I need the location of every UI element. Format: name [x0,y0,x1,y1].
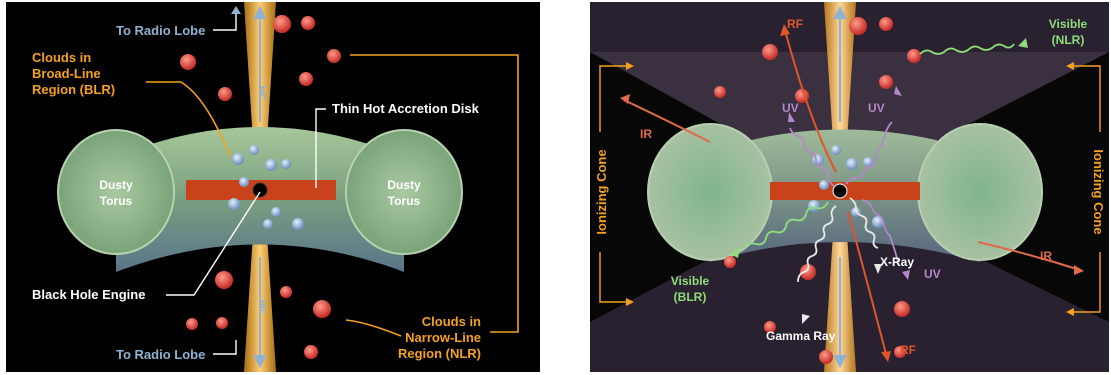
dusty-torus-left-label: Dusty Torus [99,178,133,208]
xray-gamma-arrowheads [802,264,882,324]
svg-text:Region (NLR): Region (NLR) [398,346,481,361]
svg-text:Visible: Visible [671,274,710,288]
orange-leader-lines [146,54,519,337]
torus-right-face [345,129,463,255]
torus-left-face [57,129,175,255]
gamma-ray-label: Gamma Ray [766,329,836,343]
svg-text:Narrow-Line: Narrow-Line [405,330,481,345]
jet-bottom-label: Jet [258,299,269,314]
uv-bottom-label: UV [924,267,941,281]
svg-text:Dusty: Dusty [387,178,421,192]
visible-blr-label: Visible (BLR) [671,274,710,304]
blr-clouds [228,145,304,230]
rf-arrowheads [780,24,891,362]
visible-arrows [743,43,1015,249]
black-hole [252,182,268,198]
nlr-clouds [180,15,341,359]
jet-top-label: Jet [258,85,269,100]
to-radio-lobe-bottom-label: To Radio Lobe [116,347,205,362]
svg-text:Torus: Torus [100,194,133,208]
ionizing-cone-arrowheads [626,62,1074,316]
jet-arrows [833,5,847,369]
to-radio-lobe-top-label: To Radio Lobe [116,23,205,38]
white-leader-lines [166,12,326,355]
svg-text:(NLR): (NLR) [1052,33,1085,47]
rf-top-label: RF [787,17,803,31]
rf-arrows [785,33,887,355]
ionizing-cone-brackets [599,65,1101,313]
blr-label: Clouds in Broad-Line Region (BLR) [32,50,115,97]
left-diagram-panel: To Radio Lobe To Radio Lobe Jet Jet Clou… [6,2,540,372]
ir-arrowheads [620,94,1084,275]
right-agn-diagram: RF RF Visible (NLR) Visible (BLR) IR IR … [590,2,1109,372]
ir-arrows [623,99,1081,271]
xray-label: X-Ray [880,255,914,269]
jet-arrows [253,5,267,369]
uv-left-label: UV [782,101,799,115]
uv-top-label: UV [868,101,885,115]
black-hole [832,183,848,199]
black-hole-engine-label: Black Hole Engine [32,287,145,302]
nlr-clouds [714,17,921,364]
right-diagram-panel: RF RF Visible (NLR) Visible (BLR) IR IR … [590,2,1109,372]
torus-left-face [647,123,773,261]
svg-text:Broad-Line: Broad-Line [32,66,101,81]
visible-nlr-label: Visible (NLR) [1049,17,1088,47]
svg-text:(BLR): (BLR) [674,290,707,304]
ir-right-label: IR [1040,249,1052,263]
svg-text:Clouds in: Clouds in [422,314,481,329]
torus-right-face [917,123,1043,261]
uv-arrows [789,121,899,263]
dusty-torus-right-label: Dusty Torus [387,178,421,208]
radio-lobe-arrowheads [231,6,241,14]
svg-text:Torus: Torus [388,194,421,208]
ionizing-cone-right-label: Ionizing Cone [1091,149,1106,234]
left-agn-diagram: To Radio Lobe To Radio Lobe Jet Jet Clou… [32,2,519,372]
uv-arrowheads [788,86,910,280]
ionizing-cone-left-label: Ionizing Cone [594,149,609,234]
nlr-label: Clouds in Narrow-Line Region (NLR) [398,314,481,361]
svg-text:Dusty: Dusty [99,178,133,192]
visible-arrowheads [730,38,1028,258]
svg-text:Visible: Visible [1049,17,1088,31]
xray-gamma-arrows [797,197,879,283]
rf-bottom-label: RF [900,343,916,357]
svg-text:Clouds in: Clouds in [32,50,91,65]
svg-text:Region (BLR): Region (BLR) [32,82,115,97]
accretion-disk-label: Thin Hot Accretion Disk [332,101,480,116]
ir-left-label: IR [640,127,652,141]
